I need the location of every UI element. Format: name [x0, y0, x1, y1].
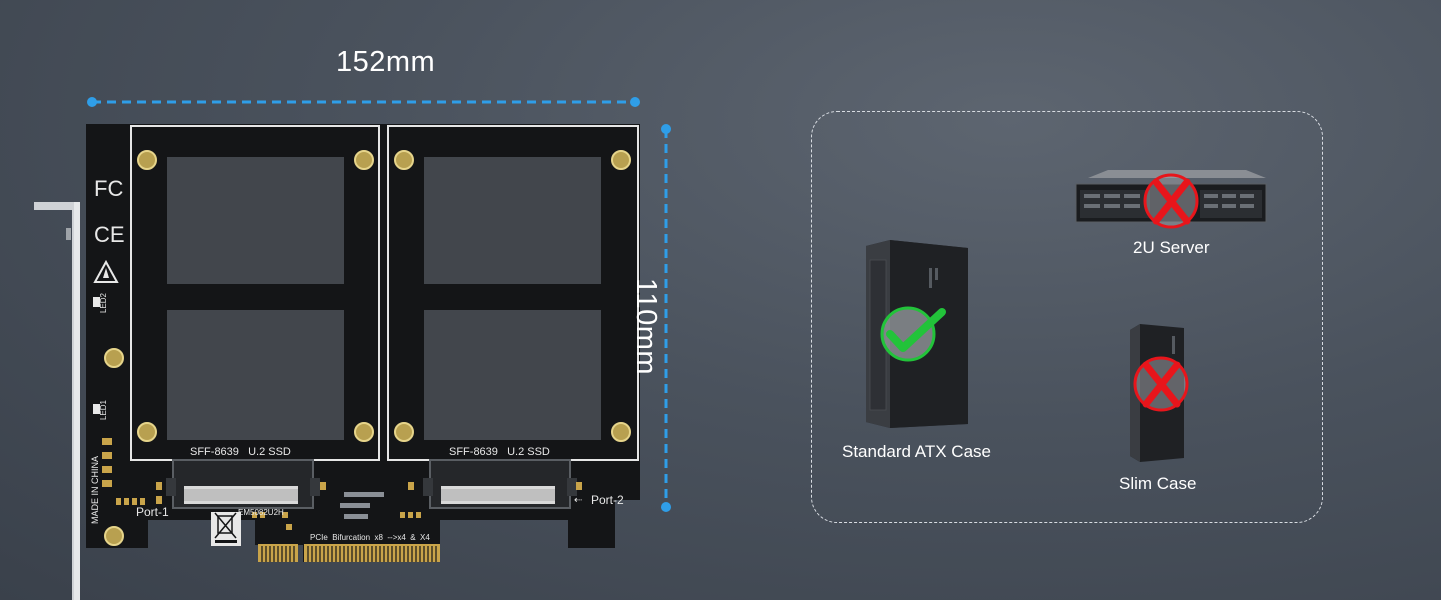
- led-icon: [93, 297, 100, 307]
- slot-label-left: SFF-8639 U.2 SSD: [190, 446, 291, 458]
- pcb-board: LED2 LED1 FC CE SFF-8639 U.2 SSD SFF-863…: [86, 124, 640, 562]
- model-label: EM5082U2H: [238, 508, 284, 517]
- check-icon: [880, 306, 946, 362]
- ce-mark-icon: CE: [94, 222, 125, 247]
- gold-fingers: [258, 544, 440, 562]
- mount-hole-icon: [104, 526, 124, 546]
- led-icon: [93, 404, 100, 414]
- made-in-label: MADE IN CHINA: [90, 456, 100, 524]
- weee-bin-icon: [211, 512, 241, 546]
- slim-case-label: Slim Case: [1119, 474, 1197, 493]
- u2-connector-right: [423, 459, 577, 509]
- u2-connector-left: [166, 459, 320, 509]
- cross-icon: [1143, 173, 1199, 229]
- esd-warning-icon: [93, 259, 119, 283]
- height-dimension-line: [661, 124, 671, 512]
- slot-label-right: SFF-8639 U.2 SSD: [449, 446, 550, 458]
- compatibility-panel: [811, 111, 1323, 523]
- mount-hole-icon: [104, 348, 124, 368]
- smd-components: [102, 438, 582, 530]
- port2-arrow: ⇠: [574, 495, 582, 506]
- width-dimension-line: [87, 97, 640, 107]
- led1-label: LED1: [99, 399, 108, 420]
- bifurcation-label: PCIe Bifurcation x8 -->x4 & X4: [310, 533, 430, 542]
- server-2u-label: 2U Server: [1133, 238, 1210, 257]
- chip-pads: [340, 492, 384, 519]
- led2-label: LED2: [99, 292, 108, 313]
- width-dimension-label: 152mm: [336, 46, 436, 78]
- pci-bracket: [34, 202, 80, 600]
- port1-label: Port-1: [136, 505, 169, 519]
- fc-mark-icon: FC: [94, 176, 123, 201]
- port2-label: Port-2: [591, 493, 624, 507]
- standard-atx-label: Standard ATX Case: [842, 442, 991, 461]
- cross-icon: [1133, 356, 1189, 412]
- ssd-bay-left: [130, 125, 380, 461]
